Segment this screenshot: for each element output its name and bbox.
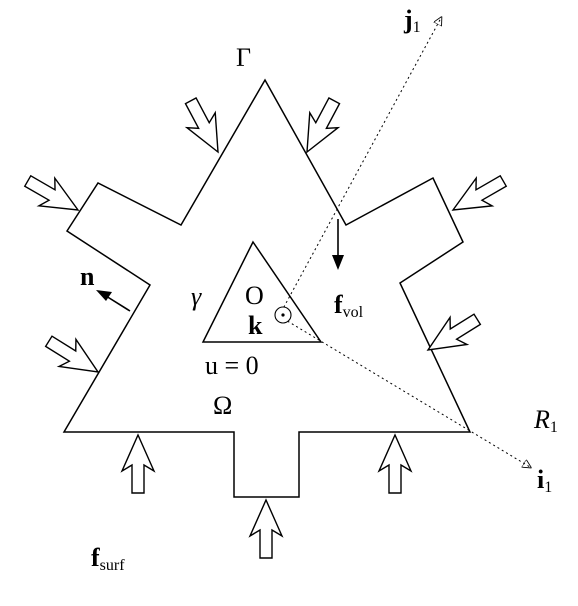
- label-normal: n: [80, 262, 95, 291]
- label-axis-j: j1: [403, 5, 421, 36]
- surface-force-arrow: [292, 92, 350, 161]
- surface-force-arrow: [19, 166, 87, 225]
- domain-boundary: [62, 78, 472, 498]
- surface-force-arrow: [444, 166, 512, 225]
- surface-force-arrow: [378, 434, 412, 494]
- surface-force-arrow: [121, 434, 155, 494]
- label-k-vector: k: [248, 311, 263, 340]
- label-axis-i: i1: [537, 465, 552, 496]
- surface-force-arrow: [175, 92, 233, 161]
- label-origin: O: [245, 281, 264, 310]
- label-domain-omega: Ω: [213, 391, 232, 420]
- label-frame-R: R1: [533, 405, 558, 436]
- label-f-vol: fvol: [334, 290, 364, 321]
- axis-i-line: [278, 315, 530, 467]
- label-inner-boundary: γ: [191, 282, 202, 311]
- label-boundary-gamma: Γ: [236, 43, 251, 72]
- label-u-condition: u = 0: [205, 351, 259, 380]
- inner-triangle: [201, 240, 323, 343]
- surface-force-arrow: [249, 499, 283, 559]
- label-f-surf: fsurf: [91, 543, 125, 574]
- surface-force-arrow: [418, 304, 487, 365]
- axis-j-line: [278, 18, 441, 317]
- normal-arrow: [105, 295, 131, 312]
